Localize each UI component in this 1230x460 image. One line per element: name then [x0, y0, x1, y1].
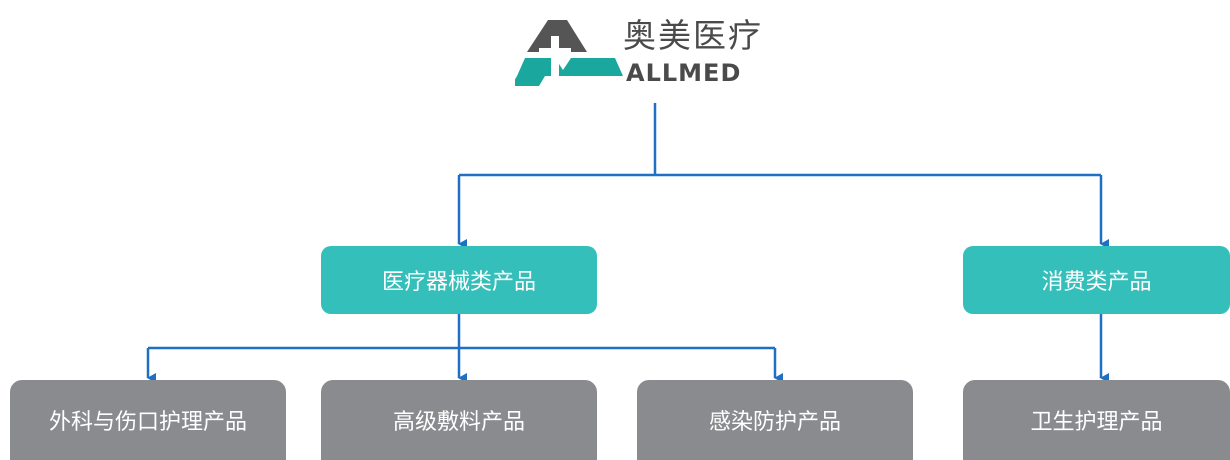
node-hygiene-care-label: 卫生护理产品 — [1030, 410, 1163, 435]
node-medical-devices-label: 医疗器械类产品 — [381, 270, 536, 295]
node-advanced-dressings: 高级敷料产品 — [321, 380, 597, 460]
logo-english-name: ALLMED — [626, 59, 742, 87]
allmed-logo: 奥美医疗 ALLMED — [515, 12, 795, 88]
node-consumer-products: 消费类产品 — [963, 246, 1230, 314]
node-infection-protection: 感染防护产品 — [637, 380, 913, 460]
node-medical-devices: 医疗器械类产品 — [321, 246, 597, 314]
node-advanced-dressings-label: 高级敷料产品 — [392, 410, 525, 435]
node-consumer-products-label: 消费类产品 — [1041, 270, 1152, 295]
node-hygiene-care: 卫生护理产品 — [963, 380, 1230, 460]
node-infection-protection-label: 感染防护产品 — [708, 410, 841, 435]
allmed-logo-mark-icon — [515, 20, 623, 86]
node-surgical-wound-care: 外科与伤口护理产品 — [10, 380, 286, 460]
connector-lines — [146, 103, 1109, 383]
logo-chinese-name: 奥美医疗 — [623, 16, 763, 55]
node-surgical-wound-care-label: 外科与伤口护理产品 — [48, 410, 247, 435]
